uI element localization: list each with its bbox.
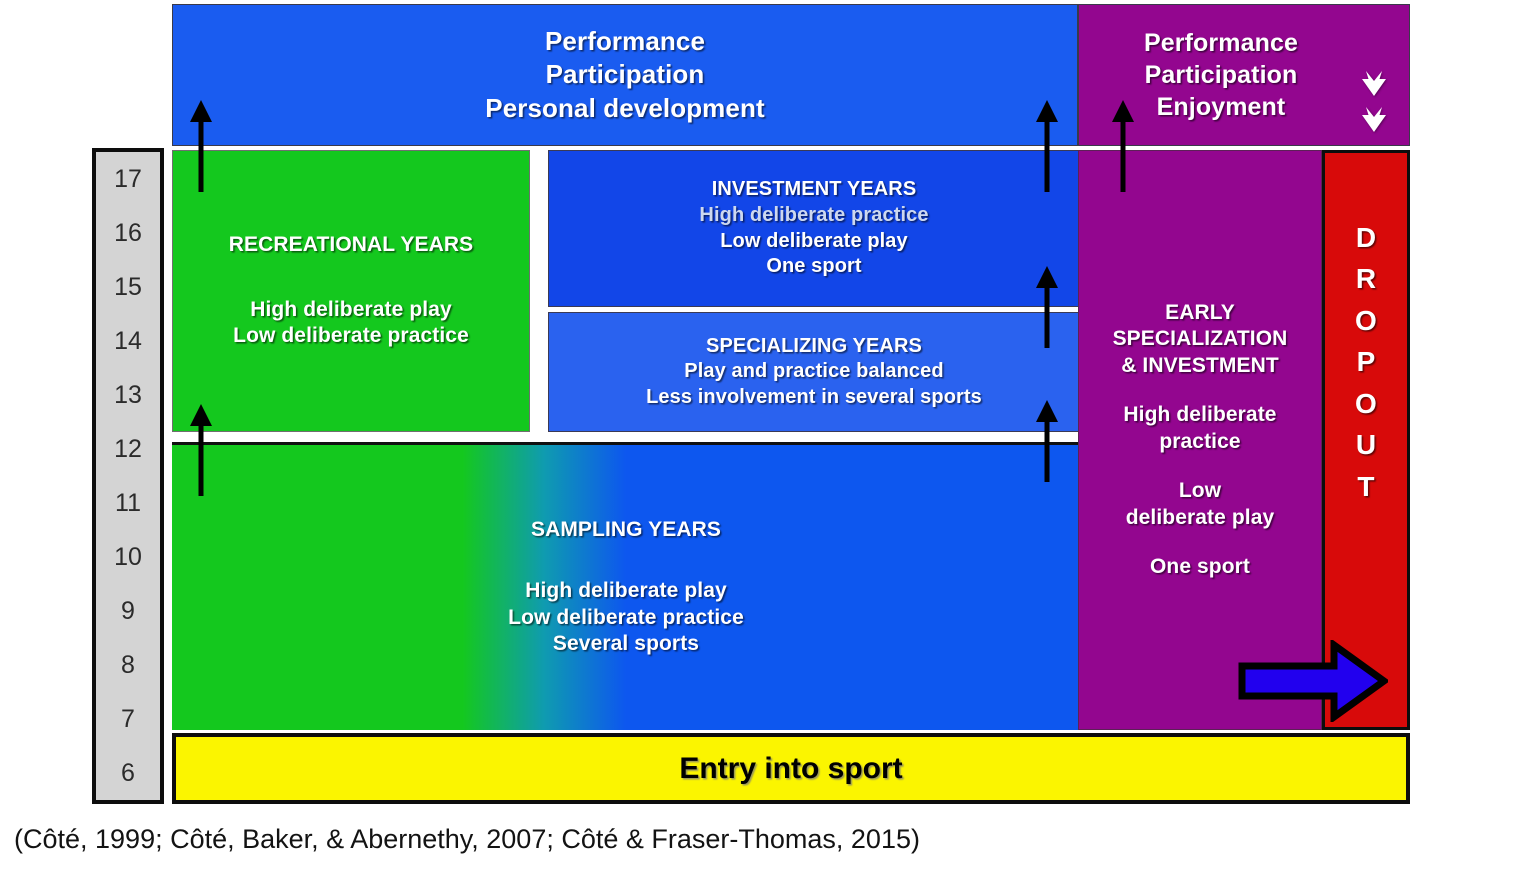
sampling-text: SAMPLING YEARS High deliberate play Low … [172,517,1080,659]
age-tick: 16 [114,218,142,247]
sampling-line-3: Several sports [552,632,700,656]
age-tick: 14 [114,326,142,355]
block-specializing-years: SPECIALIZING YEARS Play and practice bal… [548,312,1080,432]
banner-blue-line-1: Performance [544,26,706,57]
age-tick: 9 [121,596,135,625]
early-spec-title-3: & INVESTMENT [1121,354,1279,378]
banner-purple-line-1: Performance [1144,29,1298,57]
dropout-letter: U [1355,429,1377,461]
spacer [1079,532,1321,554]
recreational-title: RECREATIONAL YEARS [228,232,474,256]
investment-line-dim: High deliberate practice [699,203,929,226]
block-investment-years: INVESTMENT YEARS High deliberate practic… [548,150,1080,307]
age-tick: 10 [114,542,142,571]
dropout-letter: P [1356,346,1376,378]
banner-purple-line-2: Participation [1144,61,1298,89]
early-spec-a-1: High deliberate [1123,403,1277,427]
investment-title: INVESTMENT YEARS [711,178,917,201]
spacer [1079,380,1321,402]
early-spec-text: EARLY SPECIALIZATION & INVESTMENT High d… [1079,300,1321,581]
banner-blue-line-3: Personal development [485,92,765,123]
age-tick: 12 [114,434,142,463]
banner-blue-text: Performance Participation Personal devel… [173,25,1077,125]
sampling-line-1: High deliberate play [525,578,727,602]
banner-purple-line-3: Enjoyment [1156,93,1286,121]
early-spec-title-2: SPECIALIZATION [1112,327,1288,351]
dropout-letter: O [1355,387,1377,419]
block-early-specialization-investment: EARLY SPECIALIZATION & INVESTMENT High d… [1078,150,1322,730]
age-tick: 11 [115,488,141,517]
spacer [1079,456,1321,478]
block-dropout: D R O P O U T [1322,150,1410,730]
block-entry-into-sport: Entry into sport [172,733,1410,804]
dropout-arrow-icon [1238,640,1388,722]
age-tick: 17 [114,164,142,193]
dropout-letter: O [1355,304,1377,336]
sampling-title: SAMPLING YEARS [530,517,722,541]
investment-text: INVESTMENT YEARS High deliberate practic… [549,177,1079,279]
dropout-letter: D [1355,222,1377,253]
age-tick: 8 [121,650,135,679]
dropout-text: D R O P O U T [1355,217,1377,507]
specializing-line-1: Play and practice balanced [684,360,944,383]
banner-developmental-outcomes-purple: Performance Participation Enjoyment [1078,4,1410,146]
sampling-line-2: Low deliberate practice [508,605,744,629]
age-tick: 15 [114,272,142,301]
age-tick: 6 [121,758,135,787]
age-tick: 7 [121,704,135,733]
specializing-text: SPECIALIZING YEARS Play and practice bal… [549,334,1079,411]
early-spec-b-1: Low [1178,478,1222,502]
investment-line-1: Low deliberate play [720,229,908,252]
early-spec-b-2: deliberate play [1125,505,1275,529]
entry-label: Entry into sport [679,751,903,785]
recreational-line-2: Low deliberate practice [233,324,469,348]
age-tick: 13 [114,380,142,409]
investment-line-2: One sport [766,255,862,278]
recreational-line-1: High deliberate play [250,297,452,321]
double-down-arrow-icon [1357,69,1391,133]
banner-developmental-outcomes-blue: Performance Participation Personal devel… [172,4,1078,146]
citation-caption: (Côté, 1999; Côté, Baker, & Abernethy, 2… [14,824,920,854]
block-recreational-years: RECREATIONAL YEARS High deliberate play … [172,150,530,432]
specializing-title: SPECIALIZING YEARS [706,334,922,357]
block-sampling-years: SAMPLING YEARS High deliberate play Low … [172,442,1080,730]
early-spec-title-1: EARLY [1165,300,1235,324]
specializing-line-2: Less involvement in several sports [646,385,982,408]
dropout-letter: R [1355,263,1377,295]
recreational-text: RECREATIONAL YEARS High deliberate play … [173,232,529,351]
dropout-letter: T [1357,470,1375,502]
early-spec-a-2: practice [1159,430,1241,453]
age-axis: 17 16 15 14 13 12 11 10 9 8 7 6 [92,148,164,804]
banner-purple-text: Performance Participation Enjoyment [1079,27,1409,123]
early-spec-c-1: One sport [1149,554,1251,578]
banner-blue-line-2: Participation [545,59,705,90]
